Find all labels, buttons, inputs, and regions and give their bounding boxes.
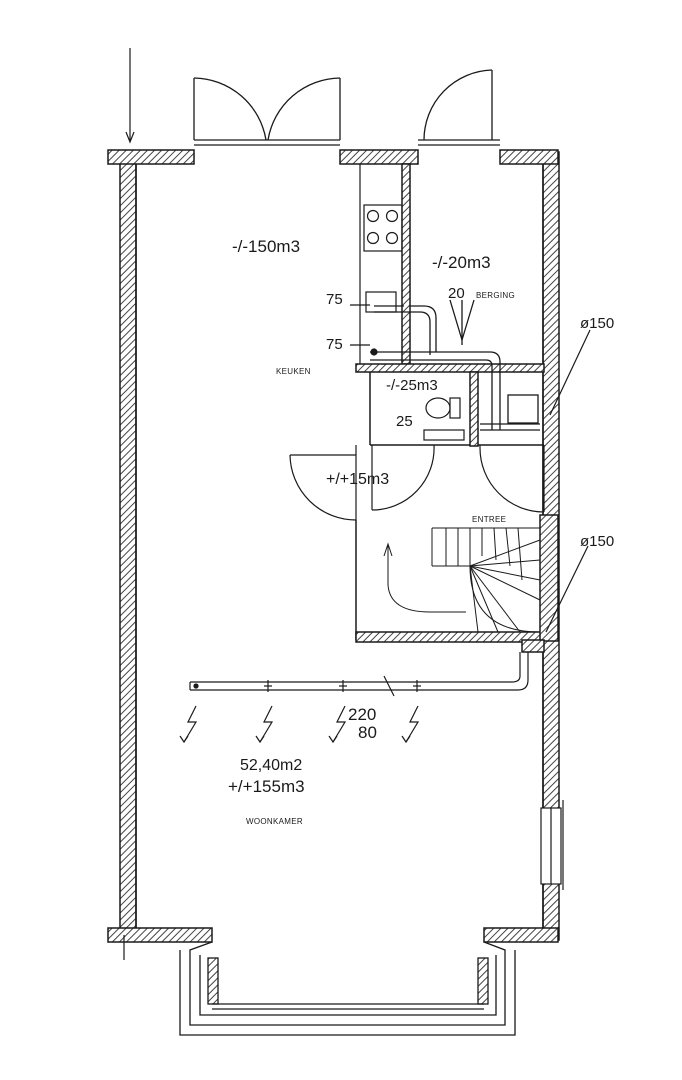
kitchen-name-label: KEUKEN [276, 367, 311, 376]
toilet-value-label: 25 [396, 413, 413, 430]
wall-top-right [499, 149, 559, 165]
toilet-fixture [423, 397, 465, 441]
wall-top-left [107, 149, 195, 165]
leader-lines [545, 329, 591, 633]
section-markers [123, 48, 135, 960]
kitchen-upper-dimension: 75 [326, 291, 343, 308]
storage-walls [355, 163, 545, 447]
toilet-volume-label: -/-25m3 [386, 377, 438, 394]
wall-left [119, 151, 137, 931]
electrical-symbols [179, 705, 420, 744]
living-area-label: 52,40m2 [240, 757, 303, 774]
living-volume-label: +/+155m3 [228, 777, 305, 796]
top-doors [193, 69, 500, 146]
ventilation-ducts [370, 299, 540, 431]
kitchen-volume-label: -/-150m3 [232, 237, 301, 256]
wall-bottom-right [483, 927, 559, 943]
heating-dimension-b: 80 [358, 723, 377, 742]
stair-enclosure [355, 514, 559, 653]
living-duct [189, 652, 529, 697]
living-name-label: WOONKAMER [246, 817, 303, 826]
kitchen-counter [359, 164, 405, 365]
hall-volume-label: +/+15m3 [326, 471, 390, 488]
bay-window [179, 941, 516, 1036]
storage-value-label: 20 [448, 285, 465, 302]
storage-name-label: BERGING [476, 291, 515, 300]
duct-diameter-top-label: ø150 [580, 315, 615, 332]
heating-dimension-a: 220 [348, 705, 377, 724]
storage-volume-label: -/-20m3 [432, 253, 491, 272]
wall-top-mid [339, 149, 419, 165]
window-right [540, 800, 564, 890]
wall-bottom-left [107, 927, 213, 943]
hall-doors [289, 444, 545, 521]
staircase [383, 527, 541, 633]
duct-diameter-middle-label: ø150 [580, 533, 615, 550]
kitchen-lower-dimension: 75 [326, 336, 343, 353]
kitchen-markers [350, 304, 378, 356]
hall-name-label: ENTREE [472, 515, 507, 524]
outer-walls [107, 149, 560, 943]
